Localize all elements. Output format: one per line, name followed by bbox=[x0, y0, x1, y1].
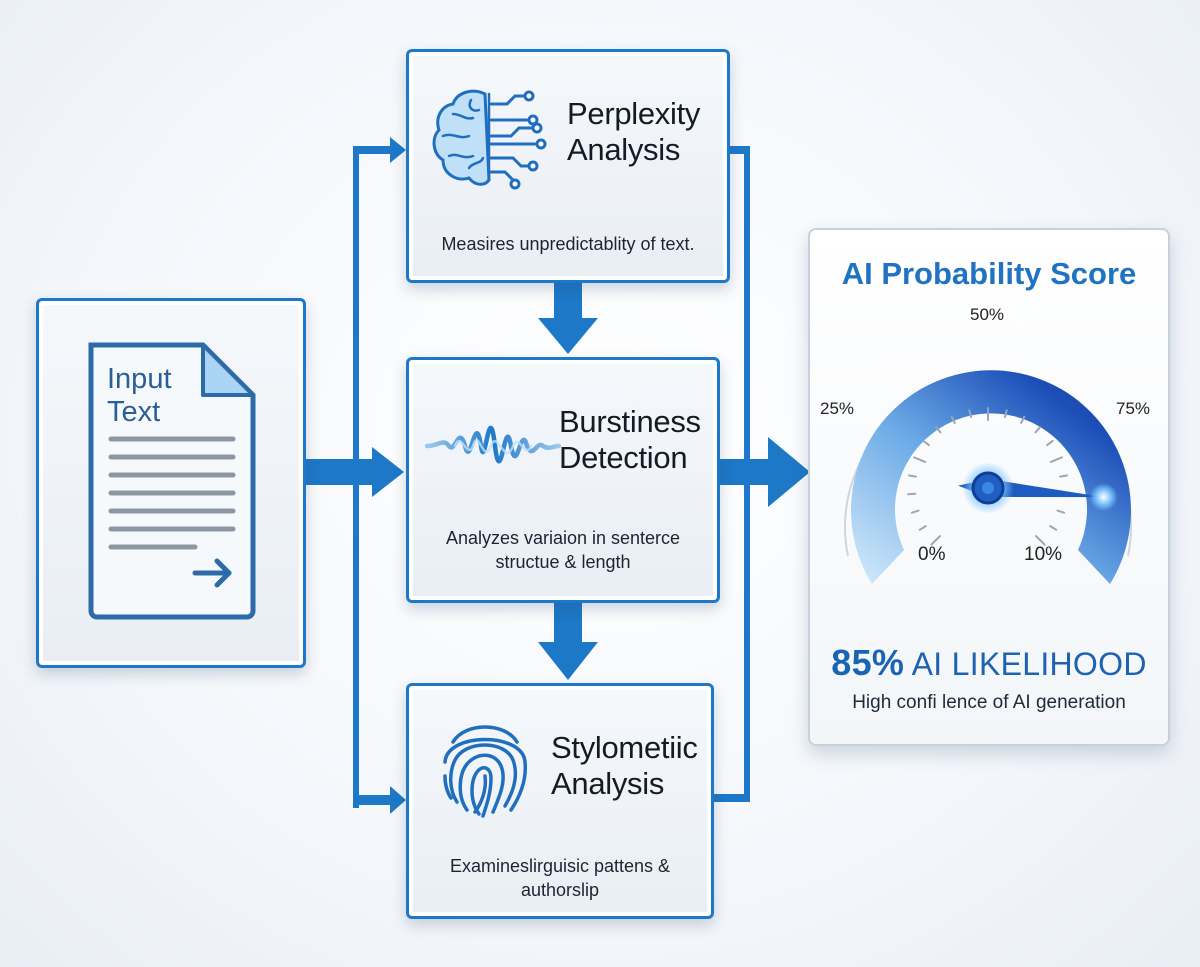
stylometric-description-line-1: Examineslirguisic pattens & bbox=[449, 856, 671, 876]
stylometric-title-line-2: Analysis bbox=[551, 766, 665, 801]
stylometric-description: Examineslirguisic pattens & authorslip bbox=[409, 854, 711, 902]
gauge-tick bbox=[922, 439, 930, 447]
probability-gauge: 0% 25% 50% 75% 10% bbox=[820, 305, 1150, 584]
stylometric-description-line-2: authorslip bbox=[520, 880, 600, 900]
arrow-burstiness-to-stylometric bbox=[538, 603, 598, 680]
gauge-label-50: 50% bbox=[970, 305, 1004, 324]
gauge-label-0: 0% bbox=[918, 544, 946, 565]
arrow-bus-to-stylometric bbox=[353, 786, 406, 814]
burstiness-description-line-2: structue & length bbox=[495, 552, 631, 572]
gauge-label-75: 75% bbox=[1116, 399, 1150, 418]
score-title: AI Probability Score bbox=[841, 256, 1137, 291]
perplexity-description: Measires unpredictablity of text. bbox=[409, 232, 727, 256]
gauge-needle-icon bbox=[958, 462, 1118, 514]
perplexity-title: Perplexity Analysis bbox=[567, 96, 700, 168]
burstiness-description: Analyzes variaion in senterce structue &… bbox=[409, 526, 717, 574]
gauge-tick bbox=[935, 426, 942, 434]
gauge-tick bbox=[1049, 525, 1058, 531]
stylometric-title: Stylometiic Analysis bbox=[551, 730, 698, 802]
waveform-icon bbox=[425, 425, 561, 464]
arrow-perplexity-to-burstiness bbox=[538, 283, 598, 354]
fingerprint-icon bbox=[443, 725, 528, 818]
gauge-tick bbox=[1034, 426, 1041, 434]
right-bus-bottom-stub bbox=[714, 794, 750, 802]
gauge-tick bbox=[907, 492, 917, 496]
burstiness-description-line-1: Analyzes variaion in senterce bbox=[445, 528, 681, 548]
likelihood-readout: 85% AI LIKELIHOOD bbox=[810, 642, 1168, 684]
left-bus-line bbox=[353, 146, 359, 808]
gauge-tick bbox=[1035, 535, 1046, 546]
gauge-tick bbox=[968, 409, 972, 419]
ai-probability-score-card: AI Probability Score 0% 25% 50% 75% 10% bbox=[808, 228, 1170, 746]
gauge-tick bbox=[910, 509, 920, 514]
brain-circuit-icon bbox=[432, 89, 547, 190]
perplexity-title-line-2: Analysis bbox=[567, 132, 681, 167]
likelihood-value: 85% bbox=[831, 642, 905, 683]
gauge-tick bbox=[918, 525, 927, 531]
burstiness-title: Burstiness Detection bbox=[559, 404, 701, 476]
stylometric-analysis-card: Stylometiic Analysis Examineslirguisic p… bbox=[406, 683, 714, 919]
gauge-tick bbox=[1004, 409, 1008, 419]
gauge-tick bbox=[1020, 415, 1026, 424]
gauge-tick bbox=[1059, 474, 1069, 478]
burstiness-detection-card: Burstiness Detection Analyzes variaion i… bbox=[406, 357, 720, 603]
gauge-tick bbox=[1049, 456, 1063, 463]
gauge-tick bbox=[1046, 439, 1054, 447]
likelihood-label: AI LIKELIHOOD bbox=[911, 646, 1147, 682]
input-text-card: Input Text bbox=[36, 298, 306, 668]
gauge-tick bbox=[913, 456, 927, 463]
perplexity-analysis-card: Perplexity Analysis Measires unpredictab… bbox=[406, 49, 730, 283]
confidence-text: High confi lence of AI generation bbox=[852, 692, 1126, 713]
gauge-label-25: 25% bbox=[820, 399, 854, 418]
gauge-label-100: 10% bbox=[1024, 544, 1062, 565]
burstiness-title-line-2: Detection bbox=[559, 440, 688, 475]
right-bus-top-stub bbox=[730, 146, 750, 154]
gauge-tick bbox=[930, 535, 941, 546]
burstiness-title-line-1: Burstiness bbox=[559, 404, 701, 439]
gauge-tick bbox=[950, 415, 956, 424]
gauge-tick bbox=[907, 474, 917, 478]
arrow-bus-to-perplexity bbox=[353, 137, 406, 163]
arrow-to-score bbox=[720, 437, 810, 507]
stylometric-title-line-1: Stylometiic bbox=[551, 730, 698, 765]
gauge-band bbox=[851, 370, 1131, 584]
perplexity-description-line-1: Measires unpredictablity of text. bbox=[441, 234, 695, 254]
document-icon bbox=[88, 342, 256, 620]
input-text-title: Input Text bbox=[107, 363, 172, 428]
gauge-tick bbox=[1056, 509, 1066, 514]
arrow-right-icon bbox=[192, 558, 232, 588]
perplexity-title-line-1: Perplexity bbox=[567, 96, 701, 131]
